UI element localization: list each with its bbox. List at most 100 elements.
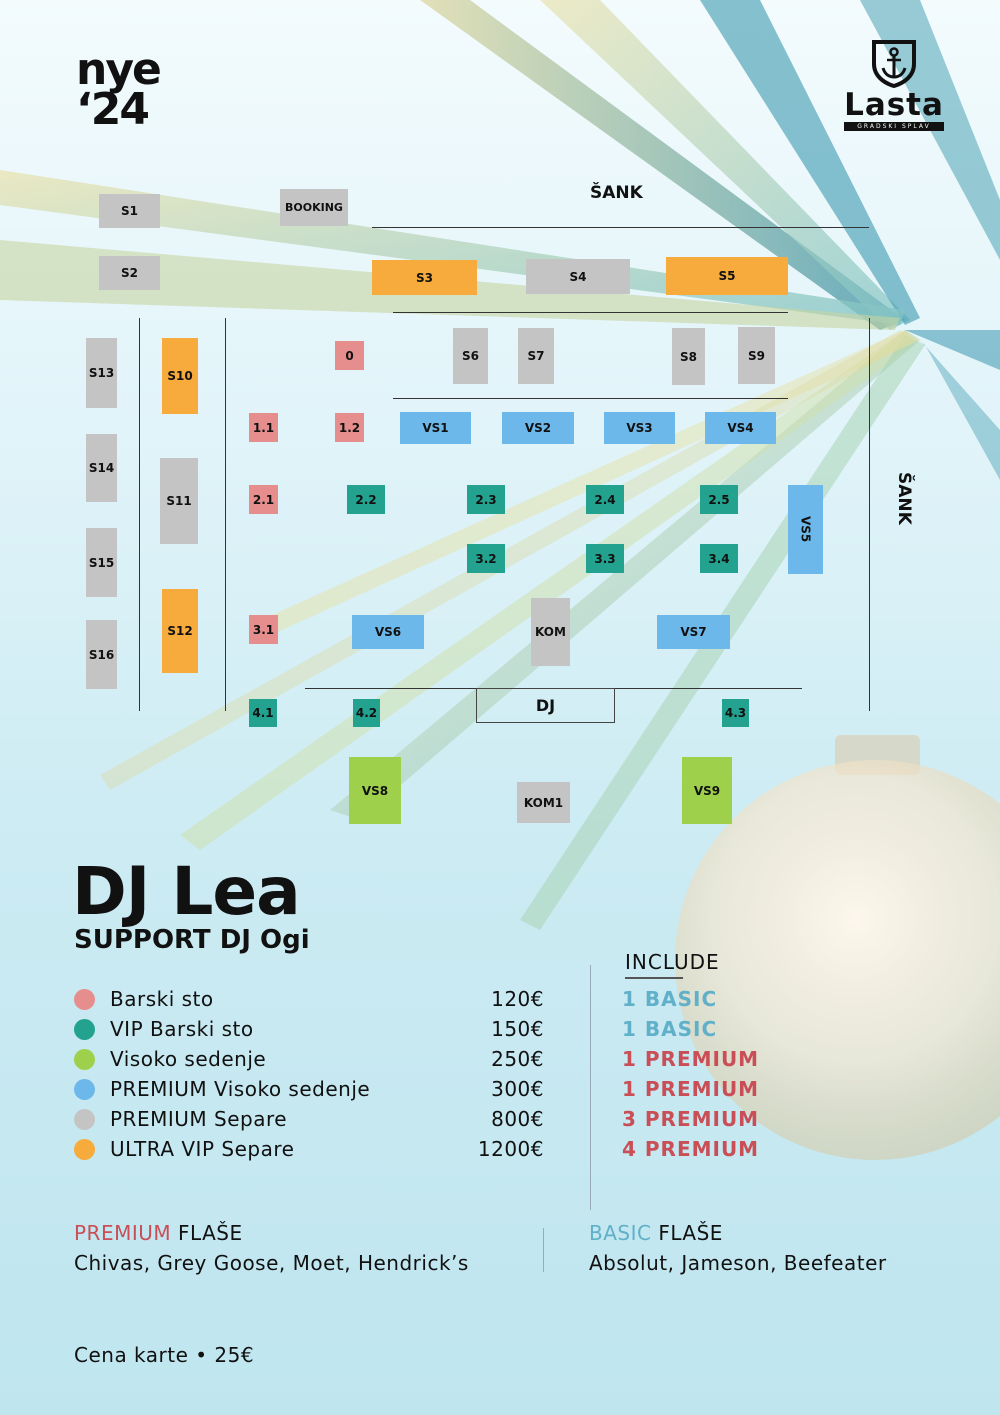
include-item: 1 BASIC xyxy=(622,1017,718,1041)
event-badge: nye ‘24 xyxy=(76,44,162,135)
color-dot xyxy=(74,1078,95,1100)
legend-price: 250€ xyxy=(491,1047,544,1071)
include-item: 1 BASIC xyxy=(622,987,718,1011)
include-item: 4 PREMIUM xyxy=(622,1137,760,1161)
seat-1-1[interactable]: 1.1 xyxy=(249,413,278,442)
seat-kom[interactable]: KOM xyxy=(531,598,570,666)
legend-row: PREMIUM Separe 800€ xyxy=(74,1104,554,1134)
seat-s1[interactable]: S1 xyxy=(99,194,160,228)
bar-label-top: ŠANK xyxy=(590,183,643,203)
legend-row: VIP Barski sto 150€ xyxy=(74,1014,554,1044)
legend-separator xyxy=(590,965,591,1210)
legend-label: PREMIUM Visoko sedenje xyxy=(110,1077,371,1101)
seat-s3[interactable]: S3 xyxy=(372,260,477,295)
seat-s4[interactable]: S4 xyxy=(526,259,630,294)
seat-3-1[interactable]: 3.1 xyxy=(249,615,278,644)
include-item: 3 PREMIUM xyxy=(622,1107,760,1131)
include-item: 1 PREMIUM xyxy=(622,1047,760,1071)
seat-s16[interactable]: S16 xyxy=(86,620,117,689)
bar-line-top xyxy=(372,227,869,228)
seat-s7[interactable]: S7 xyxy=(518,328,554,384)
logo-subtitle: GRADSKI SPLAV xyxy=(844,122,944,131)
seat-3-4[interactable]: 3.4 xyxy=(700,544,738,573)
divider-line-left-1 xyxy=(139,318,140,711)
include-item: 1 PREMIUM xyxy=(622,1077,760,1101)
basic-label-rest: FLAŠE xyxy=(651,1221,723,1245)
legend-label: Barski sto xyxy=(110,987,214,1011)
seat-s15[interactable]: S15 xyxy=(86,528,117,597)
divider-line-s-row xyxy=(393,312,788,313)
price-legend: Barski sto 120€ VIP Barski sto 150€ Viso… xyxy=(74,984,554,1164)
seat-2-4[interactable]: 2.4 xyxy=(586,485,624,514)
basic-label: BASIC xyxy=(589,1221,652,1245)
include-column: 1 BASIC 1 BASIC 1 PREMIUM 1 PREMIUM 3 PR… xyxy=(622,984,759,1164)
seat-s12[interactable]: S12 xyxy=(162,589,198,673)
legend-price: 1200€ xyxy=(477,1137,544,1161)
color-dot xyxy=(74,988,95,1010)
legend-row: Barski sto 120€ xyxy=(74,984,554,1014)
ticket-price: Cena karte • 25€ xyxy=(74,1343,255,1367)
premium-label-rest: FLAŠE xyxy=(171,1221,243,1245)
seat-2-5[interactable]: 2.5 xyxy=(700,485,738,514)
legend-label: Visoko sedenje xyxy=(110,1047,267,1071)
anchor-shield-icon xyxy=(872,40,916,88)
seat-s13[interactable]: S13 xyxy=(86,338,117,408)
seat-vs1[interactable]: VS1 xyxy=(400,412,471,444)
dj-booth: DJ xyxy=(476,688,615,723)
include-heading: INCLUDE xyxy=(625,950,720,974)
event-badge-line1: nye xyxy=(76,44,162,95)
seat-3-2[interactable]: 3.2 xyxy=(467,544,505,573)
premium-bottles-heading: PREMIUM FLAŠE xyxy=(74,1220,243,1246)
seat-4-3[interactable]: 4.3 xyxy=(722,699,749,727)
seat-s14[interactable]: S14 xyxy=(86,434,117,502)
seat-kom1[interactable]: KOM1 xyxy=(517,782,570,823)
seat-2-3[interactable]: 2.3 xyxy=(467,485,505,514)
seat-s2[interactable]: S2 xyxy=(99,256,160,290)
venue-logo: Lasta GRADSKI SPLAV xyxy=(838,38,950,131)
seat-s5[interactable]: S5 xyxy=(666,257,788,295)
include-underline xyxy=(625,977,683,979)
basic-bottles-list: Absolut, Jameson, Beefeater xyxy=(589,1251,887,1275)
legend-price: 150€ xyxy=(491,1017,544,1041)
legend-price: 120€ xyxy=(491,987,544,1011)
support-act: SUPPORT DJ Ogi xyxy=(74,925,310,955)
legend-price: 300€ xyxy=(491,1077,544,1101)
seat-2-1[interactable]: 2.1 xyxy=(249,485,278,514)
seat-vs2[interactable]: VS2 xyxy=(502,412,574,444)
seat-booking[interactable]: BOOKING xyxy=(280,189,348,226)
bar-label-right: ŠANK xyxy=(894,472,914,525)
seat-vs6[interactable]: VS6 xyxy=(352,615,424,649)
seat-3-3[interactable]: 3.3 xyxy=(586,544,624,573)
seat-vs4[interactable]: VS4 xyxy=(705,412,776,444)
color-dot xyxy=(74,1018,95,1040)
bar-line-right xyxy=(869,318,870,711)
seat-s9[interactable]: S9 xyxy=(738,327,775,384)
color-dot xyxy=(74,1108,95,1130)
legend-row: Visoko sedenje 250€ xyxy=(74,1044,554,1074)
event-badge-line2: ‘24 xyxy=(76,84,150,135)
bottles-separator xyxy=(543,1228,544,1272)
seat-s8[interactable]: S8 xyxy=(672,328,705,385)
legend-label: VIP Barski sto xyxy=(110,1017,254,1041)
legend-row: ULTRA VIP Separe 1200€ xyxy=(74,1134,554,1164)
seat-4-2[interactable]: 4.2 xyxy=(353,699,380,727)
premium-bottles-list: Chivas, Grey Goose, Moet, Hendrick’s xyxy=(74,1251,469,1275)
seat-vs7[interactable]: VS7 xyxy=(657,615,730,649)
headliner-title: DJ Lea xyxy=(72,853,301,930)
seat-4-1[interactable]: 4.1 xyxy=(249,699,277,727)
logo-name: Lasta xyxy=(844,87,944,123)
legend-label: ULTRA VIP Separe xyxy=(110,1137,295,1161)
seat-vs3[interactable]: VS3 xyxy=(604,412,675,444)
seat-2-2[interactable]: 2.2 xyxy=(347,485,385,514)
seat-0[interactable]: 0 xyxy=(335,341,364,370)
seat-vs8[interactable]: VS8 xyxy=(349,757,401,824)
seat-vs9[interactable]: VS9 xyxy=(682,757,732,824)
divider-line-left-2 xyxy=(225,318,226,711)
seat-1-2[interactable]: 1.2 xyxy=(335,413,364,442)
seat-s11[interactable]: S11 xyxy=(160,458,198,544)
legend-price: 800€ xyxy=(491,1107,544,1131)
seat-s6[interactable]: S6 xyxy=(453,328,488,384)
seat-vs5[interactable]: VS5 xyxy=(788,485,823,574)
seat-s10[interactable]: S10 xyxy=(162,338,198,414)
legend-label: PREMIUM Separe xyxy=(110,1107,288,1131)
